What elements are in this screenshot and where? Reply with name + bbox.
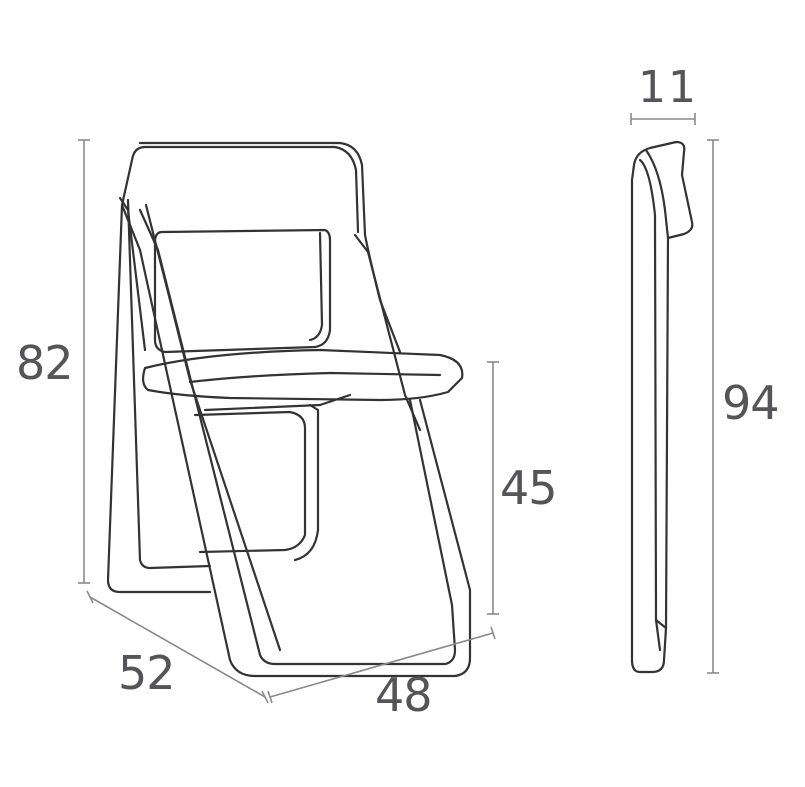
open-chair-drawing <box>106 141 472 678</box>
backrest-cutout-inner <box>308 231 324 342</box>
front-leg-outer <box>120 203 472 678</box>
lower-frame <box>193 410 307 554</box>
folded-outline <box>630 140 694 674</box>
depth-label: 52 <box>118 646 176 700</box>
folded-back-curve <box>644 148 670 240</box>
lower-crossbar <box>203 393 352 412</box>
front-leg-mid <box>144 203 282 652</box>
rear-frame-left <box>106 158 212 594</box>
depth-dim-tick-a <box>86 590 94 604</box>
rear-frame-left-inner <box>126 198 212 570</box>
width-dim-tick-a <box>267 690 273 704</box>
seat-front-edge <box>188 371 442 384</box>
backrest-inner-edge <box>130 145 360 234</box>
seat-height-label: 45 <box>500 461 558 515</box>
width-dim-line <box>269 632 494 698</box>
folded-lower-detail <box>654 618 668 630</box>
folded-chair-drawing <box>630 140 694 674</box>
rear-frame-upper <box>118 196 147 352</box>
backrest-outline <box>138 141 402 354</box>
depth-dim-tick-b <box>261 690 269 704</box>
backrest-cutout <box>153 228 332 354</box>
overall-height-label: 82 <box>16 336 74 390</box>
front-leg-inner <box>138 208 457 666</box>
width-label: 48 <box>375 668 433 722</box>
folded-inner-line <box>638 158 662 652</box>
dimension-lines <box>78 113 719 704</box>
folded-height-label: 94 <box>722 376 780 430</box>
folded-depth-label: 11 <box>638 62 698 113</box>
lower-frame-right <box>293 403 320 562</box>
seat-top <box>141 348 464 402</box>
width-dim-tick-b <box>490 626 496 640</box>
rear-leg-right <box>353 233 422 432</box>
depth-dim-line <box>89 596 266 698</box>
